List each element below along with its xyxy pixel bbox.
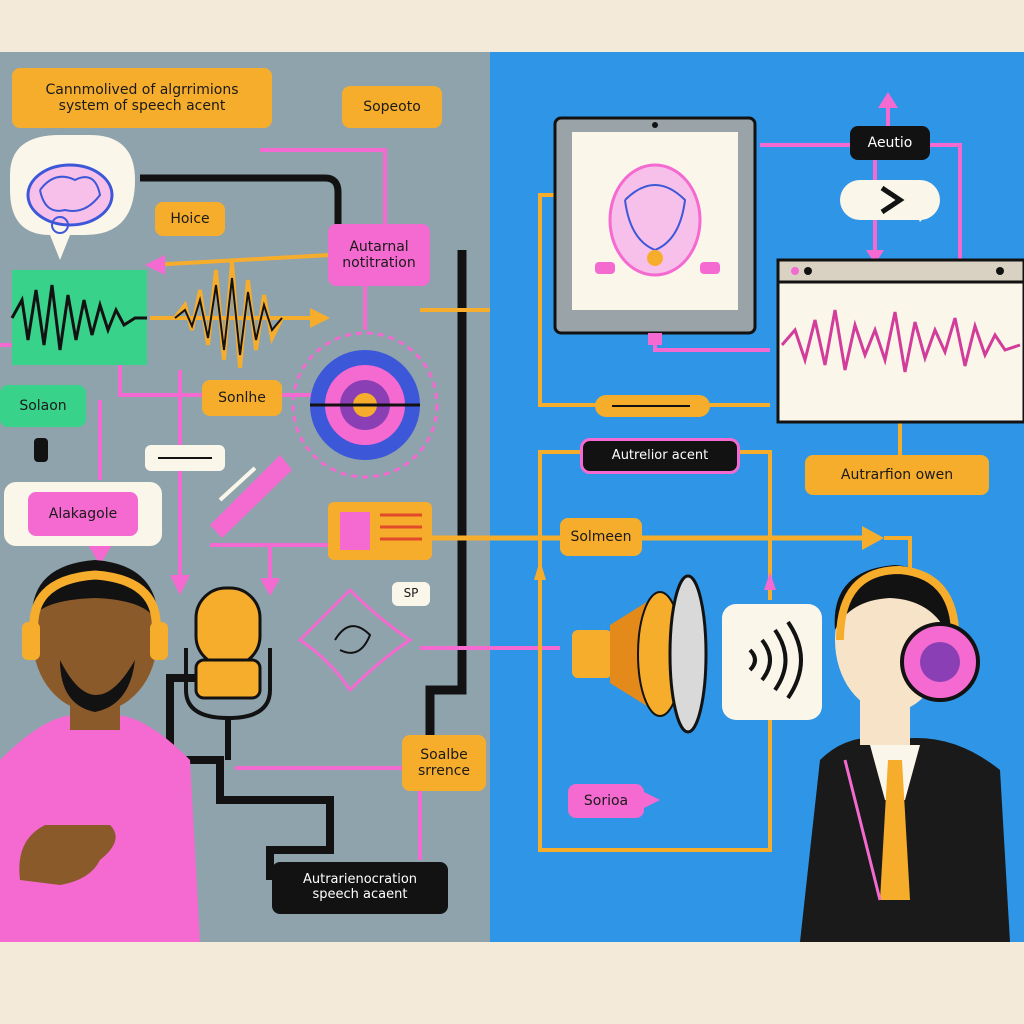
pink-arrow-down-right-head <box>866 250 884 264</box>
pink-arrow-up-head <box>878 92 898 108</box>
mic-cable <box>166 674 334 880</box>
automat-line-2: notitration <box>342 255 416 271</box>
orange-loop-agent <box>538 450 772 852</box>
microphone-icon <box>184 586 272 760</box>
orange-arrow-hoice <box>145 255 165 275</box>
autrarfion-owen-label: Autrarfion owen <box>805 455 989 495</box>
alakagole-label: Alakagole <box>28 492 138 536</box>
pink-arrow-head-1 <box>170 575 190 595</box>
title-line-2: system of speech acent <box>58 98 226 114</box>
pink-arrow-head-2 <box>88 545 112 565</box>
tablet-brain-scan-icon <box>553 116 757 345</box>
solaon-label: Solaon <box>0 385 86 427</box>
small-icon-left <box>34 438 48 462</box>
pink-line-aeutio-right <box>930 143 962 260</box>
soalbe-srrence-label: Soalbe srrence <box>402 735 486 791</box>
black-cable-vertical <box>425 250 467 740</box>
orange-waveform-icon <box>173 261 284 369</box>
ornament-brain-icon <box>297 587 413 693</box>
orange-arrow-agent <box>534 560 546 580</box>
audio-waveform-window-icon <box>776 258 1024 424</box>
bottom-line-2: speech acaent <box>312 887 408 902</box>
title-line-1: Cannmolived of algrrimions <box>45 81 239 98</box>
sonlhe-label: Sonlhe <box>202 380 282 416</box>
soalbe-line-2: srrence <box>417 763 471 779</box>
pink-arrow-head-3 <box>260 578 280 596</box>
orange-arrow-sorioa <box>640 790 660 810</box>
hoice-label: Hoice <box>155 202 225 236</box>
sopeoto-label: Sopeoto <box>342 86 442 128</box>
sorioa-label: Sorioa <box>568 784 644 818</box>
sound-wave-card-icon <box>722 604 822 720</box>
orange-arrow-wave <box>310 308 330 328</box>
bottom-speech-accent-label: Autrarienocration speech acaent <box>272 862 448 914</box>
orange-card-icon <box>328 502 432 560</box>
radial-processor-icon <box>291 331 439 479</box>
pink-line-top <box>260 148 387 230</box>
orange-arrow-card <box>764 572 776 590</box>
speaking-man-figure <box>0 560 200 942</box>
pink-stylus-icon <box>210 455 292 538</box>
title-label: Cannmolived of algrrimions system of spe… <box>12 68 272 128</box>
orange-loop-agent-right <box>740 450 772 600</box>
automat-line-1: Autarnal <box>349 238 409 255</box>
aeutio-label: Aeutio <box>850 126 930 160</box>
brain-speech-bubble-icon <box>10 135 135 260</box>
bottom-line-1: Autrarienocration <box>302 872 418 888</box>
orange-arrow-main <box>862 526 884 550</box>
orange-line-main-right <box>884 536 912 570</box>
play-arrow-bubble-icon <box>840 180 940 222</box>
listening-man-headphones-figure <box>800 565 1010 942</box>
solmeen-label: Solmeen <box>560 518 642 556</box>
soalbe-line-1: Soalbe <box>420 746 468 763</box>
speaker-cone-icon <box>572 574 708 734</box>
sp-label: SP <box>392 582 430 606</box>
black-cable <box>140 174 342 275</box>
alakagole-bubble: Alakagole <box>4 482 162 546</box>
autrelior-acent-label: Autrelior acent <box>580 438 740 474</box>
orange-line-hoice <box>149 253 331 267</box>
green-waveform-icon <box>10 270 147 365</box>
automat-notitration-label: Autarnal notitration <box>328 224 430 286</box>
